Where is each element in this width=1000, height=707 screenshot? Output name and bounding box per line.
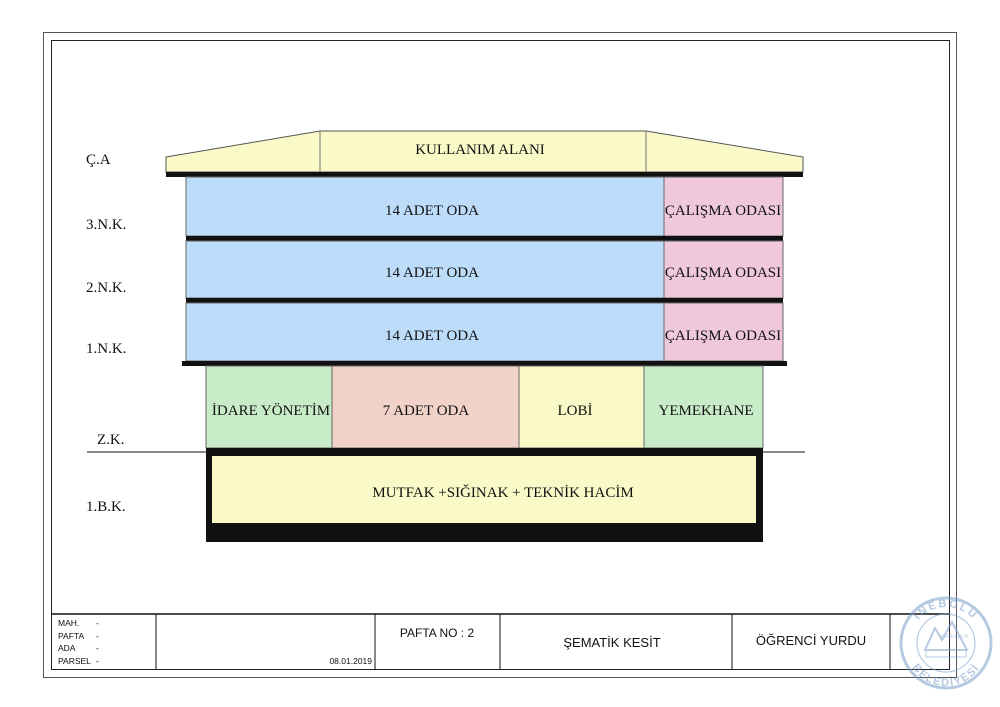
parsel-label: PARSEL: [58, 656, 91, 666]
ground-admin-zone: [205, 365, 333, 449]
pafta-label: PAFTA: [58, 631, 84, 641]
ground-rooms-zone: [331, 365, 520, 449]
ada-value: -: [96, 643, 99, 653]
pafta-number: PAFTA NO : 2: [400, 626, 475, 640]
mah-value: -: [96, 618, 99, 628]
project-name: ÖĞRENCİ YURDU: [756, 633, 866, 648]
seal-side-text: BAŞKANLIK: [941, 634, 969, 640]
outer-frame: [43, 32, 957, 678]
floor2-study-label: ÇALIŞMA ODASI: [665, 265, 781, 281]
municipality-seal: İNEBOLU BELEDİYESİ BAŞKANLIK: [899, 596, 993, 690]
floor-label-second: 2.N.K.: [86, 280, 126, 296]
floor-label-basement: 1.B.K.: [86, 499, 126, 515]
floor3-rooms-zone: [185, 176, 665, 237]
floor3-rooms-label: 14 ADET ODA: [385, 203, 479, 219]
pafta-value: -: [96, 631, 99, 641]
basement-zone: [212, 456, 756, 523]
floor-label-ground: Z.K.: [97, 432, 125, 448]
floor-label-third: 3.N.K.: [86, 217, 126, 233]
floor2-slab: [186, 298, 783, 303]
svg-text:İNEBOLU: İNEBOLU: [911, 598, 980, 622]
ground-lobby-label: LOBİ: [558, 403, 593, 419]
drawing-title: ŞEMATİK KESİT: [563, 635, 660, 650]
floor2-rooms-label: 14 ADET ODA: [385, 265, 479, 281]
ada-label: ADA: [58, 643, 76, 653]
ground-lobby-zone: [518, 365, 645, 449]
seal-top-text: İNEBOLU: [911, 598, 978, 622]
title-block: MAH. - PAFTA - ADA - PARSEL - 08.01.2019…: [51, 613, 950, 670]
floor1-slab: [182, 361, 787, 366]
floor1-rooms-label: 14 ADET ODA: [385, 328, 479, 344]
floor2-rooms-zone: [185, 240, 665, 299]
roof-slab: [166, 172, 803, 177]
drawing-date: 08.01.2019: [329, 656, 372, 666]
svg-text:BELEDİYESİ: BELEDİYESİ: [910, 662, 983, 689]
seal-bottom-text: BELEDİYESİ: [910, 662, 981, 689]
roof-area-label: KULLANIM ALANI: [415, 142, 545, 158]
floor-label-first: 1.N.K.: [86, 341, 126, 357]
floor3-slab: [186, 236, 783, 241]
mah-label: MAH.: [58, 618, 79, 628]
floor3-study-zone: [663, 176, 784, 237]
ground-rooms-label: 7 ADET ODA: [383, 403, 470, 419]
floor-label-roof: Ç.A: [86, 152, 111, 168]
parsel-value: -: [96, 656, 99, 666]
basement-label: MUTFAK +SIĞINAK + TEKNİK HACİM: [372, 484, 633, 501]
floor1-study-zone: [663, 302, 784, 362]
floor3-study-label: ÇALIŞMA ODASI: [665, 203, 781, 219]
ground-admin-label: İDARE YÖNETİM: [212, 402, 330, 419]
ground-dining-label: YEMEKHANE: [659, 403, 754, 419]
floor1-study-label: ÇALIŞMA ODASI: [665, 328, 781, 344]
